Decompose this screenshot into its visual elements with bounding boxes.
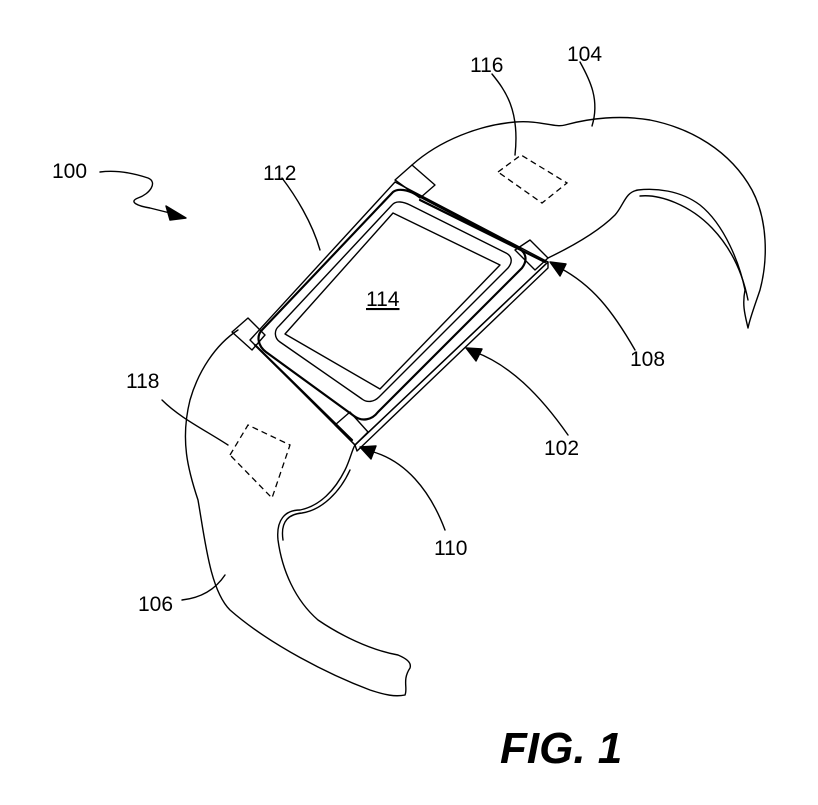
body-plate-thickness: [354, 261, 549, 452]
figure-caption: FIG. 1: [500, 724, 622, 773]
body-plate: [249, 181, 549, 446]
arrowhead-102: [465, 347, 483, 362]
leader-100: [99, 170, 171, 214]
arrowhead-108: [549, 261, 567, 277]
label-106: 106: [138, 593, 173, 616]
leader-104: [579, 61, 596, 127]
leader-112: [281, 177, 321, 251]
lower-band-outline: [184, 329, 412, 697]
arrowhead-110: [359, 445, 377, 460]
label-110: 110: [434, 537, 467, 560]
leader-118: [161, 399, 229, 446]
label-118: 118: [126, 370, 159, 393]
leader-106: [181, 574, 226, 601]
leader-116: [491, 73, 517, 156]
arrowhead-100: [165, 205, 187, 221]
label-104: 104: [567, 43, 602, 66]
lower-band-inner-edge: [281, 469, 351, 541]
element-116-outline: [496, 154, 569, 204]
connector-left-lug: [231, 317, 266, 351]
label-102: 102: [544, 437, 579, 460]
element-118-outline: [229, 424, 291, 500]
housing-inner-bevel: [274, 201, 512, 403]
label-100: 100: [52, 160, 87, 183]
body-edge-right: [418, 198, 547, 264]
leader-110: [369, 450, 446, 531]
housing-outline: [257, 188, 527, 421]
upper-band-inner-edge: [639, 195, 749, 301]
label-114: 114: [366, 288, 400, 311]
display-outline: [284, 212, 501, 390]
label-112: 112: [263, 162, 296, 185]
leader-102: [474, 351, 569, 436]
connector-right-lug: [514, 239, 549, 271]
label-116: 116: [470, 54, 503, 77]
leader-108: [559, 267, 636, 351]
body-edge-lower: [253, 343, 354, 442]
label-108: 108: [630, 348, 665, 371]
